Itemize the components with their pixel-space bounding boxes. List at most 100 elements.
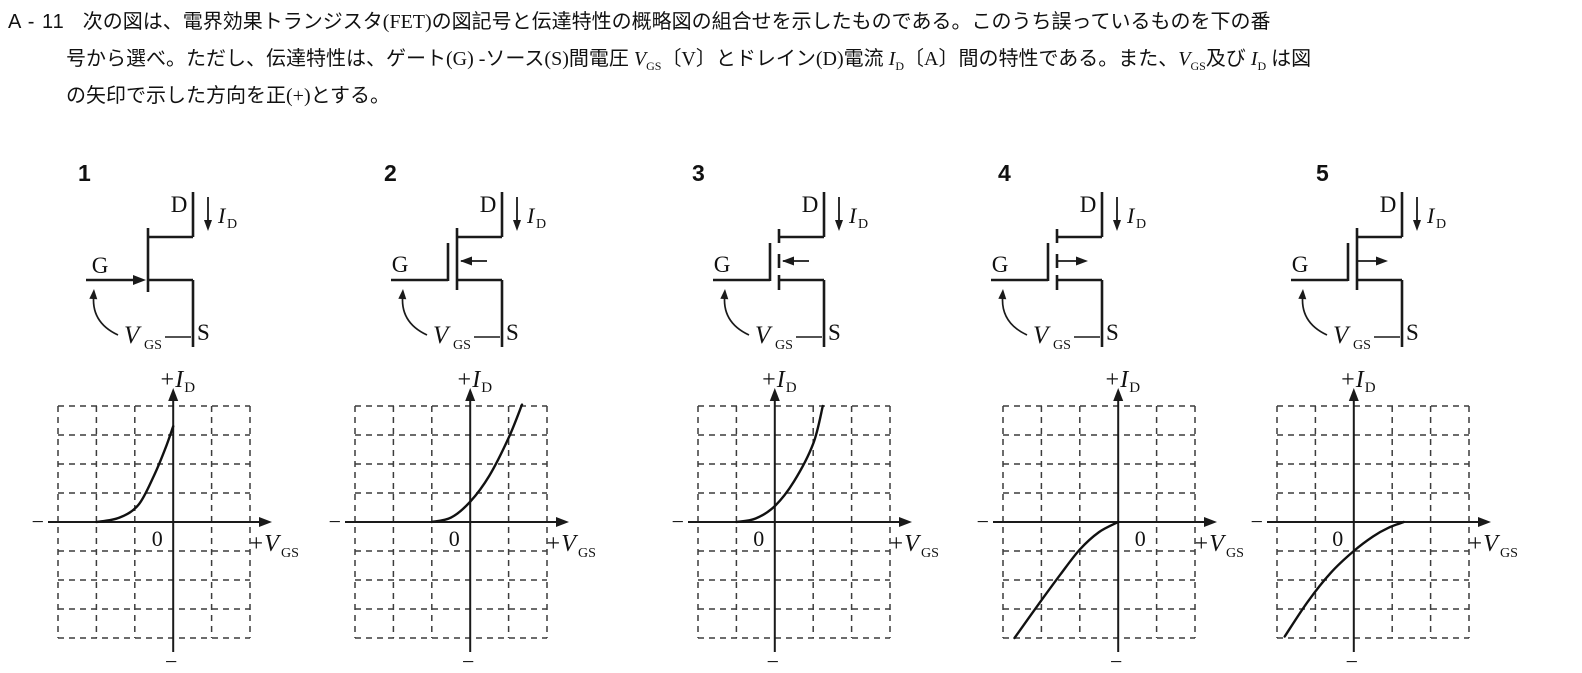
transfer-curve <box>95 425 175 524</box>
vgs-pointer-arrowhead <box>89 289 98 300</box>
question-line-3: の矢印で示した方向を正(+)とする。 <box>8 78 1311 115</box>
text-segment: は図 <box>1266 48 1312 70</box>
vgs-pointer-curve <box>92 292 119 336</box>
y-axis-negative-label: − <box>767 649 779 673</box>
x-axis-negative-label: − <box>329 509 341 534</box>
y-axis-negative-label: − <box>1110 649 1122 673</box>
body-arrowhead <box>460 256 472 266</box>
drain-current-arrowhead <box>513 220 521 231</box>
text-segment: V <box>1178 48 1191 70</box>
x-axis-label-sub: GS <box>921 546 939 561</box>
vgs-pointer-curve <box>401 292 428 336</box>
option-number: 3 <box>692 160 705 186</box>
gate-label: G <box>92 253 109 278</box>
option-number: 4 <box>998 160 1011 186</box>
gate-arrowhead <box>133 275 146 285</box>
x-axis-arrowhead <box>899 517 912 527</box>
y-axis-label: +I <box>761 367 786 393</box>
text-segment: 及び <box>1205 48 1251 70</box>
y-axis-arrowhead <box>465 388 476 401</box>
vgs-pointer-arrowhead <box>720 289 729 300</box>
origin-label: 0 <box>1135 526 1146 551</box>
drain-current-arrowhead <box>1413 220 1421 231</box>
x-axis-label-sub: GS <box>1500 546 1518 561</box>
vgs-label-sub: GS <box>144 338 162 353</box>
y-axis-arrowhead <box>1348 388 1359 401</box>
drain-current-label: I <box>526 203 536 228</box>
origin-label: 0 <box>1332 526 1343 551</box>
option-number: 1 <box>78 160 91 186</box>
transfer-curve <box>430 403 524 524</box>
drain-current-arrowhead <box>204 220 212 231</box>
x-axis-arrowhead <box>259 517 272 527</box>
math-subscript: D <box>1257 59 1267 73</box>
drain-current-arrowhead <box>1113 220 1121 231</box>
gate-label: G <box>992 252 1009 277</box>
source-label: S <box>828 320 841 345</box>
vgs-pointer-curve <box>1301 292 1328 336</box>
vgs-label-sub: GS <box>1353 338 1371 353</box>
vgs-label: V <box>755 322 773 349</box>
drain-current-label: I <box>1126 203 1136 228</box>
vgs-label-sub: GS <box>1053 338 1071 353</box>
x-axis-label: +V <box>248 531 281 557</box>
transfer-curve <box>735 404 824 524</box>
body-arrowhead <box>1076 256 1088 266</box>
gate-label: G <box>392 252 409 277</box>
x-axis-label-sub: GS <box>1226 546 1244 561</box>
x-axis-label: +V <box>888 531 921 557</box>
drain-current-label: I <box>848 203 858 228</box>
vgs-label: V <box>1333 322 1351 349</box>
drain-label: D <box>480 192 497 217</box>
x-axis-negative-label: − <box>1251 509 1263 534</box>
y-axis-negative-label: − <box>1346 649 1358 673</box>
x-axis-label-sub: GS <box>281 546 299 561</box>
x-axis-label: +V <box>1467 531 1500 557</box>
transfer-curve <box>1013 520 1120 640</box>
math-subscript: GS <box>1190 59 1206 73</box>
drain-label: D <box>171 192 188 217</box>
x-axis-arrowhead <box>1478 517 1491 527</box>
y-axis-label: +I <box>1340 367 1365 393</box>
y-axis-label: +I <box>159 367 184 393</box>
transfer-curve <box>1283 520 1405 638</box>
text-segment: I <box>1250 48 1258 70</box>
vgs-pointer-curve <box>723 292 750 336</box>
text-segment: 〔V〕とドレイン(D)電流 <box>661 48 889 70</box>
drain-current-label: I <box>217 203 227 228</box>
vgs-label: V <box>1033 322 1051 349</box>
drain-current-label-sub: D <box>1436 217 1446 232</box>
drain-label: D <box>802 192 819 217</box>
vgs-pointer-curve <box>1001 292 1028 336</box>
y-axis-label-sub: D <box>1365 380 1376 396</box>
y-axis-label-sub: D <box>1129 380 1140 396</box>
drain-current-label-sub: D <box>536 217 546 232</box>
source-label: S <box>1406 320 1419 345</box>
y-axis-arrowhead <box>168 388 179 401</box>
x-axis-label: +V <box>1193 531 1226 557</box>
math-subscript: GS <box>646 59 662 73</box>
y-axis-negative-label: − <box>165 649 177 673</box>
vgs-label-sub: GS <box>453 338 471 353</box>
x-axis-label-sub: GS <box>578 546 596 561</box>
origin-label: 0 <box>753 526 764 551</box>
y-axis-label: +I <box>456 367 481 393</box>
x-axis-negative-label: − <box>977 509 989 534</box>
drain-current-label: I <box>1426 203 1436 228</box>
text-segment: V <box>633 48 647 70</box>
